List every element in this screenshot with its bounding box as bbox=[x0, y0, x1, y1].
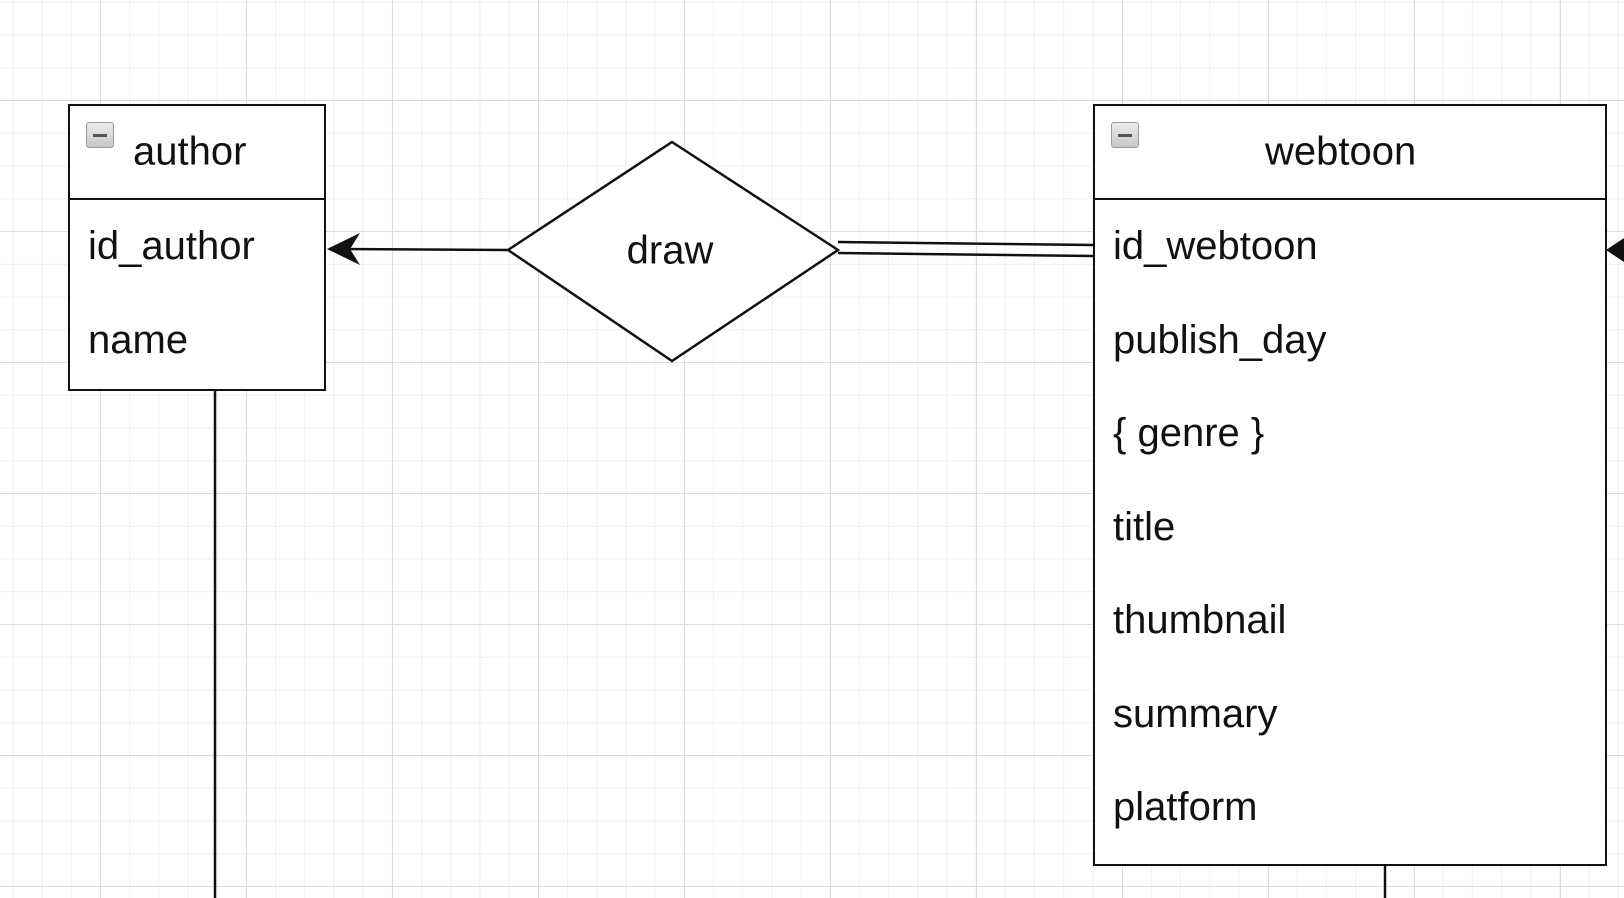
attribute-publish-day[interactable]: publish_day bbox=[1113, 317, 1327, 362]
draw-webtoon-connector-b[interactable] bbox=[837, 251, 1094, 258]
entity-webtoon[interactable]: webtoon id_webtoon publish_day { genre }… bbox=[1093, 104, 1607, 866]
entity-author-header[interactable]: author bbox=[70, 106, 324, 200]
attribute-genre[interactable]: { genre } bbox=[1113, 411, 1265, 455]
attribute-thumbnail[interactable]: thumbnail bbox=[1113, 598, 1287, 642]
relationship-draw-label: draw bbox=[626, 228, 714, 273]
draw-webtoon-connector-a[interactable] bbox=[837, 240, 1094, 247]
attribute-platform[interactable]: platform bbox=[1113, 785, 1258, 829]
attribute-id-author[interactable]: id_author bbox=[88, 224, 255, 268]
attribute-title[interactable]: title bbox=[1113, 504, 1176, 549]
entity-author-title: author bbox=[133, 129, 247, 174]
attribute-summary[interactable]: summary bbox=[1113, 691, 1278, 736]
collapse-icon[interactable] bbox=[86, 122, 114, 148]
arrowhead-offscreen-right bbox=[1606, 238, 1624, 262]
arrowhead-to-author bbox=[327, 233, 360, 265]
entity-author[interactable]: author id_author name bbox=[68, 104, 326, 391]
collapse-icon[interactable] bbox=[1111, 122, 1139, 148]
entity-webtoon-header[interactable]: webtoon bbox=[1095, 106, 1605, 200]
attribute-id-webtoon[interactable]: id_webtoon bbox=[1113, 224, 1318, 268]
attribute-name[interactable]: name bbox=[88, 317, 189, 362]
draw-author-connector[interactable] bbox=[344, 247, 509, 252]
entity-webtoon-title: webtoon bbox=[1265, 129, 1417, 174]
